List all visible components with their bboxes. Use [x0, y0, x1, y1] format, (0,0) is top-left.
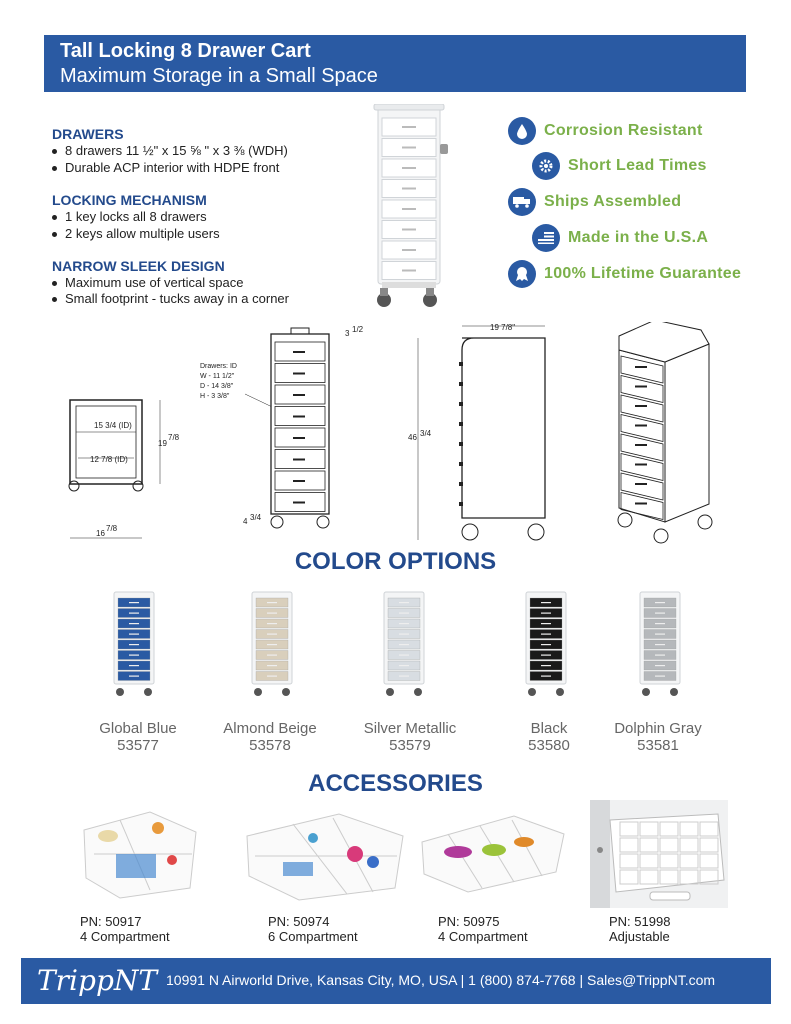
dim-top-inner-d: 12 7/8 (ID) [90, 455, 128, 464]
feature-heading-drawers: DRAWERS [52, 126, 124, 142]
badge-corrosion: Corrosion Resistant [508, 117, 703, 145]
feature-bullet: Durable ACP interior with HDPE front [52, 160, 279, 175]
dim-side-width: 19 7/8" [490, 323, 515, 332]
contact-info[interactable]: 10991 N Airworld Drive, Kansas City, MO,… [166, 972, 716, 988]
svg-text:7/8: 7/8 [106, 524, 118, 533]
color-options-title: COLOR OPTIONS [294, 548, 497, 575]
accessory-image-50974 [246, 813, 404, 901]
feature-heading-design: NARROW SLEEK DESIGN [52, 258, 225, 274]
svg-text:7/8: 7/8 [168, 433, 180, 442]
color-cart-image [639, 591, 681, 696]
svg-text:Drawers: ID: Drawers: ID [200, 363, 237, 370]
gear-icon [532, 152, 560, 180]
flag-icon [532, 224, 560, 252]
drop-icon [508, 117, 536, 145]
side-view-drawing: 19 7/8" 46 3/4 [408, 323, 546, 541]
drawer-spec-note: Drawers: ID W - 11 1/2" D - 14 3/8" H - … [200, 363, 237, 400]
svg-text:3/4: 3/4 [250, 513, 262, 522]
feature-bullet: 8 drawers 11 ½" x 15 ⅝ " x 3 ⅜ (WDH) [52, 143, 288, 158]
company-logo: TrippNT [37, 964, 158, 997]
accessories-title: ACCESSORIES [308, 770, 483, 797]
color-cart-image [525, 591, 567, 696]
feature-bullet: 2 keys allow multiple users [52, 226, 220, 241]
badge-lifetime-guarantee: 100% Lifetime Guarantee [508, 260, 741, 288]
front-view-drawing: Drawers: ID W - 11 1/2" D - 14 3/8" H - … [200, 325, 364, 529]
svg-text:4: 4 [243, 517, 248, 526]
truck-icon [508, 188, 536, 216]
isometric-drawing [617, 322, 713, 544]
svg-text:H - 3 3/8": H - 3 3/8" [200, 393, 230, 400]
dim-top-width: 16 [96, 529, 105, 538]
accessory-image-51998 [590, 800, 728, 908]
svg-text:3: 3 [345, 329, 350, 338]
svg-text:W - 11 1/2": W - 11 1/2" [200, 373, 235, 380]
dim-top-inner-w: 15 3/4 (ID) [94, 421, 132, 430]
color-cart-image [383, 591, 425, 696]
color-cart-image [251, 591, 293, 696]
badge-lead-times: Short Lead Times [532, 152, 707, 180]
page-subtitle: Maximum Storage in a Small Space [60, 65, 378, 87]
accessory-image-50975 [421, 815, 565, 893]
feature-bullet: Small footprint - tucks away in a corner [52, 291, 289, 306]
color-cart-image [113, 591, 155, 696]
header-banner: Tall Locking 8 Drawer Cart Maximum Stora… [44, 35, 746, 92]
feature-bullet: Maximum use of vertical space [52, 275, 243, 290]
svg-text:D - 14 3/8": D - 14 3/8" [200, 383, 234, 390]
accessory-image-50917 [83, 811, 197, 899]
top-view-drawing: 15 3/4 (ID) 12 7/8 (ID) 19 7/8 16 7/8 [68, 399, 180, 539]
cart-product-image [373, 104, 448, 307]
svg-text:3/4: 3/4 [420, 429, 432, 438]
dim-side-height: 46 [408, 433, 417, 442]
page-title: Tall Locking 8 Drawer Cart [60, 40, 311, 62]
svg-text:1/2: 1/2 [352, 325, 364, 334]
ribbon-icon [508, 260, 536, 288]
badge-made-usa: Made in the U.S.A [532, 224, 708, 252]
feature-heading-locking: LOCKING MECHANISM [52, 192, 207, 208]
feature-bullet: 1 key locks all 8 drawers [52, 209, 207, 224]
badge-ships-assembled: Ships Assembled [508, 188, 681, 216]
footer-bar: TrippNT 10991 N Airworld Drive, Kansas C… [21, 958, 771, 1004]
dim-top-depth: 19 [158, 439, 167, 448]
